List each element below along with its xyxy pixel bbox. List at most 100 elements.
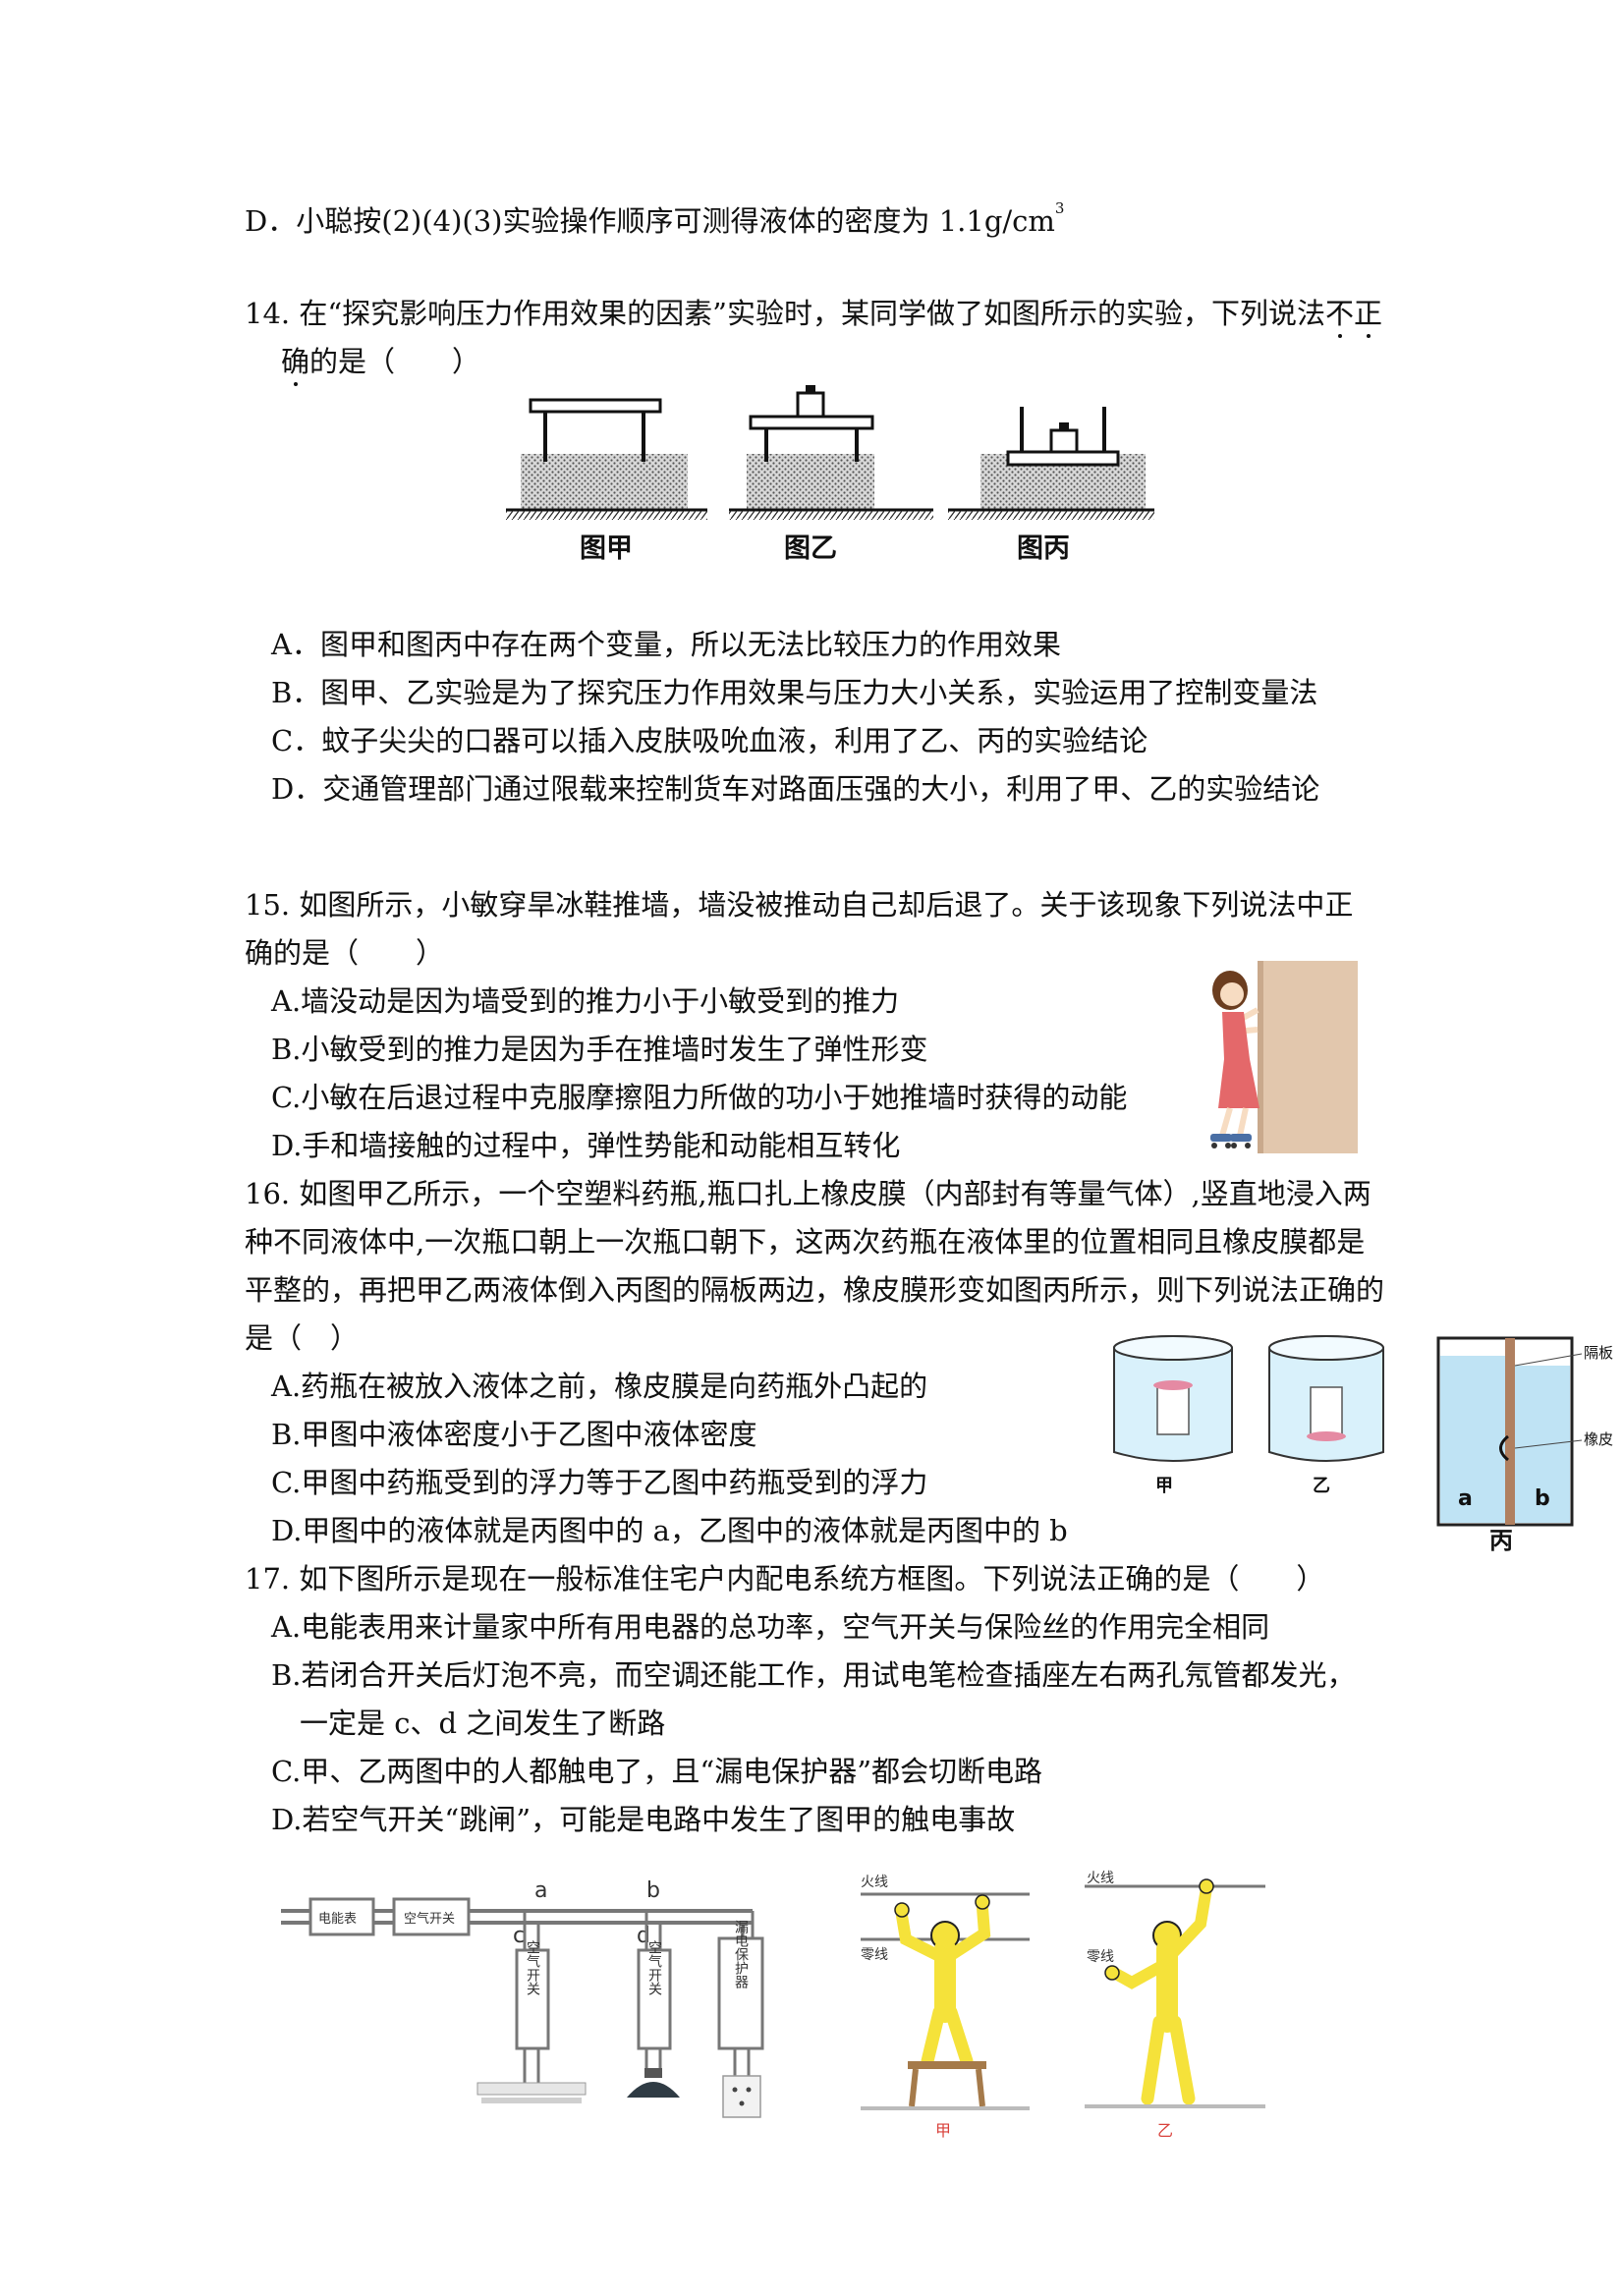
q16-option-a: A.药瓶在被放入液体之前，橡皮膜是向药瓶外凸起的 [271,1370,928,1403]
q14-stem-line2: 确的是（ ） [281,343,480,380]
medicine-bottle [1310,1386,1343,1437]
electric-meter-label: 电能表 [318,1912,357,1927]
q17-stem: 17. 如下图所示是现在一般标准住宅户内配电系统方框图。下列说法正确的是（ ） [245,1562,1325,1596]
neutral-wire-label-a: 零线 [861,1947,888,1963]
node-b-label: b [646,1878,660,1903]
q14-figure-a: 图甲 [506,398,707,564]
q17-circuit-diagram: 电能表 空气开关 a b c d 空气开关 空气开关 漏电保护器 [281,1878,764,2118]
q13-option-d: D．小聪按(2)(4)(3)实验操作顺序可测得液体的密度为 1.1g/cm3 [245,199,1065,245]
ground-hatch [729,511,933,520]
medicine-bottle [1156,1384,1190,1435]
leakage-protector-box [717,1936,764,2050]
q16-stem-line2: 种不同液体中,一次瓶口朝上一次瓶口朝下，这两次药瓶在液体里的位置相同且橡皮膜都是 [245,1225,1366,1259]
table-top-inverted [1006,450,1120,467]
sponge-block [747,454,874,509]
q14-option-b: B．图甲、乙实验是为了探究压力作用效果与压力大小关系，实验运用了控制变量法 [271,676,1318,709]
q16-tank: a b 隔板 橡皮 丙 [1436,1336,1613,1552]
q17-option-a: A.电能表用来计量家中所有用电器的总功率，空气开关与保险丝的作用完全相同 [271,1610,1270,1644]
main-air-switch-label: 空气开关 [404,1911,455,1927]
node-a-label: a [534,1878,547,1903]
sponge-block [521,454,688,509]
q15-stem-line2: 确的是（ ） [245,936,445,970]
q14-stem-text: 14. 在“探究影响压力作用效果的因素”实验时，某同学做了如图所示的实验，下列说… [245,297,1325,330]
q17-shock-figure-a: 火线 零线 甲 [861,1875,1030,2140]
ground-hatch [948,511,1154,520]
q13-option-d-text: D．小聪按(2)(4)(3)实验操作顺序可测得液体的密度为 1.1g/cm [245,204,1055,238]
q16-jar-a-label: 甲 [1155,1476,1173,1496]
q14-option-a: A．图甲和图丙中存在两个变量，所以无法比较压力的作用效果 [271,628,1061,661]
q16-option-d: D.甲图中的液体就是丙图中的 a，乙图中的液体就是丙图中的 b [271,1514,1068,1547]
q16-stem-line3: 平整的，再把甲乙两液体倒入丙图的隔板两边，橡皮膜形变如图丙所示，则下列说法正确的 [245,1273,1385,1307]
live-wire-label-a: 火线 [861,1875,888,1890]
girl-leg [1237,1107,1249,1137]
q14-label-a: 图甲 [580,533,633,564]
q14-figure-c: 图丙 [948,407,1154,564]
rubber-membrane [1153,1380,1193,1390]
roller-skate [1210,1134,1232,1142]
q16-option-b: B.甲图中液体密度小于乙图中液体密度 [271,1418,757,1451]
q16-membrane-label: 橡皮 [1584,1430,1613,1448]
branch-air-switch-2 [637,1948,672,2050]
girl-leg [1219,1107,1233,1137]
q13-option-d-superscript: 3 [1054,199,1065,217]
q15-figure [1210,961,1358,1153]
partition [1505,1338,1515,1525]
girl-face [1220,982,1244,1006]
q14-option-c: C．蚊子尖尖的口器可以插入皮肤吸吮血液，利用了乙、丙的实验结论 [271,724,1148,757]
air-conditioner-vent [481,2098,582,2103]
q17-shock-label-b: 乙 [1157,2121,1173,2140]
q16-figure: 甲 乙 a b 隔板 橡皮 丙 [1113,1335,1613,1552]
rubber-membrane [1307,1431,1346,1441]
q17-shock-figure-b: 火线 零线 乙 [1085,1871,1265,2140]
neutral-wire-label-b: 零线 [1087,1949,1114,1965]
node-c-label: c [513,1924,525,1948]
liquid-a [1440,1356,1505,1523]
q14-stem-emphasis-2: 正 [1354,297,1383,330]
wall [1258,961,1358,1153]
air-conditioner [476,2082,587,2096]
q14-figure: 图甲 图乙 图丙 [506,385,1154,564]
branch-air-switch-1-label: 空气开关 [525,1940,540,1995]
q16-stem-line1: 16. 如图甲乙所示，一个空塑料药瓶,瓶口扎上橡皮膜（内部封有等量气体）,竖直地… [245,1177,1371,1210]
liquid-b [1515,1366,1570,1523]
q16-jar-a: 甲 [1113,1335,1233,1496]
q16-tank-caption: 丙 [1489,1527,1513,1552]
q17-option-b: B.若闭合开关后灯泡不亮，而空调还能工作，用试电笔检查插座左右两孔氖管都发光， [271,1658,1356,1692]
q14-option-d: D．交通管理部门通过限载来控制货车对路面压强的大小，利用了甲、乙的实验结论 [271,772,1320,806]
weight-block [1049,428,1079,454]
weight-hook [806,385,815,393]
weight-hook [1059,422,1069,430]
leakage-protector-label: 漏电保护器 [733,1920,749,1988]
branch-air-switch-2-label: 空气开关 [646,1940,662,1995]
roller-skate [1230,1134,1252,1142]
q16-jar-b: 乙 [1268,1335,1384,1496]
wooden-stool [908,2061,986,2069]
branch-air-switch-1 [515,1948,550,2050]
q17-shock-figures: 火线 零线 甲 火线 零线 乙 [861,1871,1265,2140]
q16-tank-label-b: b [1535,1486,1550,1511]
q14-stem-emphasis-1: 不 [1325,297,1355,330]
electric-meter-box [308,1897,375,1936]
lamp-icon [627,2082,680,2098]
q17-option-c: C.甲、乙两图中的人都触电了，且“漏电保护器”都会切断电路 [271,1755,1043,1788]
table-top [529,398,662,414]
q16-partition-label: 隔板 [1584,1344,1613,1362]
q15-stem-line1: 15. 如图所示，小敏穿旱冰鞋推墙，墙没被推动自己却后退了。关于该现象下列说法中… [245,888,1354,922]
q15-option-b: B.小敏受到的推力是因为手在推墙时发生了弹性形变 [271,1033,928,1066]
q14-figure-b: 图乙 [729,385,933,564]
table-top [749,415,874,430]
q17-option-b-cont: 一定是 c、d 之间发生了断路 [300,1707,666,1740]
q17-option-d: D.若空气开关“跳闸”，可能是电路中发生了图甲的触电事故 [271,1803,1016,1836]
main-air-switch-box [392,1897,471,1936]
wall-socket [722,2075,761,2118]
q17-shock-label-a: 甲 [935,2121,951,2140]
q16-option-c: C.甲图中药瓶受到的浮力等于乙图中药瓶受到的浮力 [271,1466,928,1499]
q14-label-c: 图丙 [1017,533,1070,564]
q14-stem-line2-text: 的是（ ） [309,345,481,378]
q16-tank-label-a: a [1458,1486,1473,1511]
weight-block [796,391,825,419]
wall-edge [1258,961,1263,1153]
girl-dress [1218,1012,1259,1108]
q15-option-c: C.小敏在后退过程中克服摩擦阻力所做的功小于她推墙时获得的动能 [271,1081,1128,1114]
q14-stem-emphasis-3: 确 [281,345,310,378]
